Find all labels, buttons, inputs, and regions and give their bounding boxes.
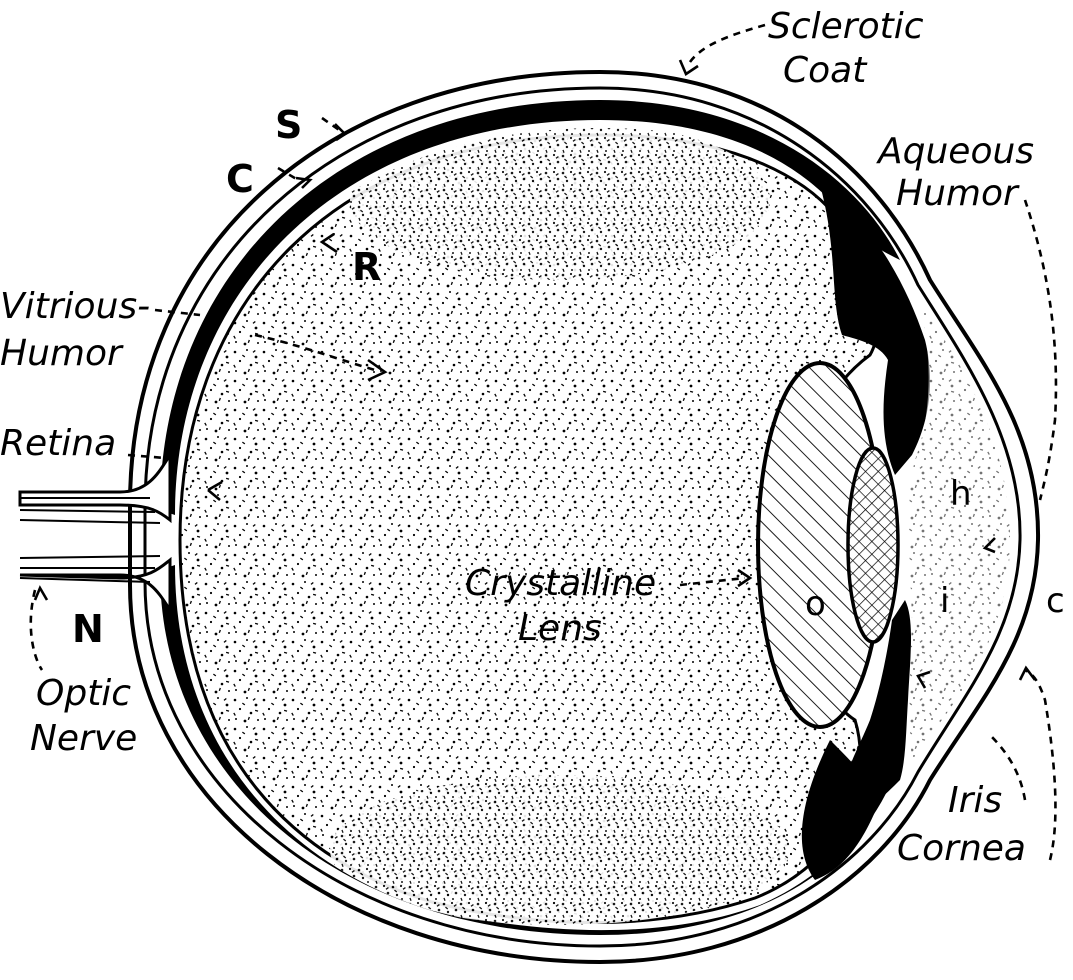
- letter-h: h: [950, 474, 972, 514]
- vitreous-humor-body: [178, 128, 880, 925]
- letter-R: R: [352, 245, 381, 289]
- leader-lines: [29, 23, 1058, 861]
- label-iris: Iris: [948, 780, 1002, 821]
- label-sclerotic: Sclerotic: [768, 6, 924, 47]
- label-retina: Retina: [0, 423, 116, 464]
- label-lens: Lens: [518, 608, 602, 649]
- label-cornea: Cornea: [897, 828, 1026, 869]
- anterior-chamber: [908, 300, 1010, 760]
- crystalline-lens: [756, 361, 900, 729]
- iris-and-ciliary-body: [801, 185, 931, 880]
- letter-i: i: [940, 581, 949, 621]
- letter-S: S: [275, 103, 302, 147]
- optic-nerve: [18, 450, 172, 615]
- label-optic: Optic: [36, 673, 131, 714]
- letter-c: c: [1046, 581, 1065, 621]
- letter-C: C: [226, 157, 254, 201]
- label-humor-aqueous: Humor: [896, 173, 1020, 214]
- letter-N: N: [72, 607, 104, 651]
- label-humor-vitrious: Humor: [0, 333, 124, 374]
- label-crystalline: Crystalline: [465, 563, 656, 604]
- label-aqueous: Aqueous: [876, 131, 1034, 172]
- letter-o: o: [805, 584, 826, 624]
- label-nerve: Nerve: [30, 718, 137, 759]
- label-coat: Coat: [783, 50, 868, 91]
- label-vitrious: Vitrious-: [0, 286, 150, 327]
